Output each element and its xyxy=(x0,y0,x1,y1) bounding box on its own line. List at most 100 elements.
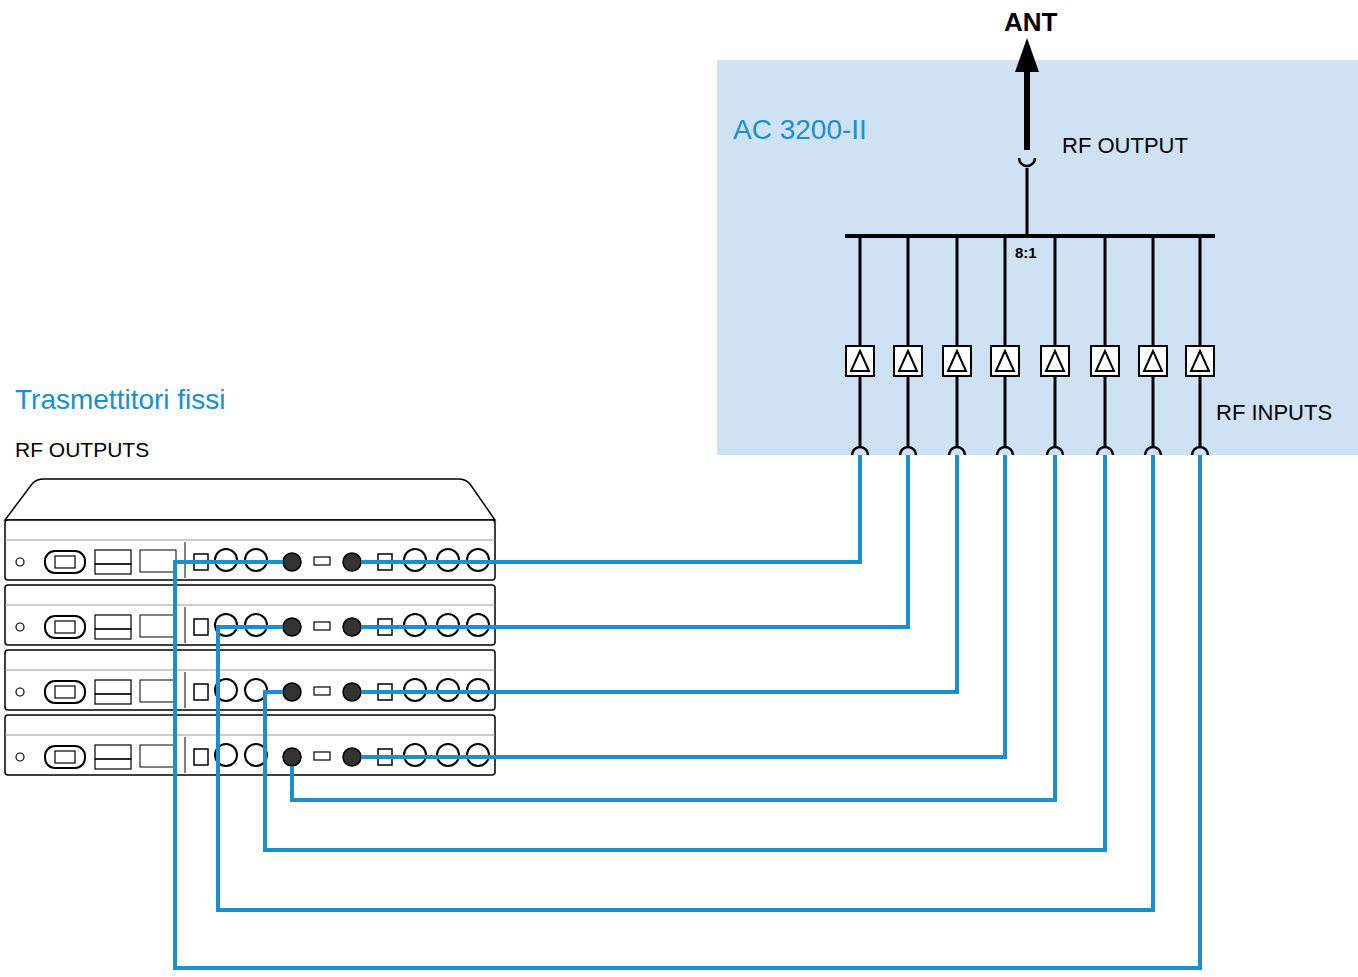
input-socket xyxy=(1145,447,1161,455)
amplifier-box xyxy=(1186,346,1214,376)
antenna-port-a xyxy=(343,683,361,701)
combiner-box: AC 3200-II xyxy=(717,60,1358,455)
port-heading: RF OUTPUTS xyxy=(15,438,149,462)
antenna-port-a xyxy=(343,618,361,636)
antenna-arrowhead xyxy=(1015,38,1039,72)
panel-divider xyxy=(185,672,186,708)
power-inlet-pins xyxy=(55,556,75,568)
amplifier-symbol xyxy=(851,351,869,371)
input-socket xyxy=(852,447,868,455)
rf-cable xyxy=(495,455,957,692)
bus-line xyxy=(1054,236,1057,346)
power-inlet xyxy=(45,551,85,573)
input-line xyxy=(1054,376,1057,447)
cable-stub xyxy=(218,627,283,778)
bus-line xyxy=(907,236,910,346)
type-plate xyxy=(140,745,176,767)
rf-cable xyxy=(175,455,1200,968)
screw xyxy=(16,623,24,631)
warning-plate xyxy=(95,694,131,704)
unit-edge xyxy=(5,540,495,541)
dc-socket xyxy=(95,615,131,629)
port-label: RF INPUTS xyxy=(1216,400,1332,425)
screw xyxy=(16,753,24,761)
type-plate xyxy=(140,680,176,702)
antenna-port-a xyxy=(343,553,361,571)
transmitter-unit xyxy=(5,715,495,775)
output-socket xyxy=(1019,158,1035,166)
rf-power-switch xyxy=(314,622,330,630)
input-line xyxy=(859,376,862,447)
input-line xyxy=(1004,376,1007,447)
amplifier-box xyxy=(1091,346,1119,376)
combiner-bus xyxy=(845,234,1215,238)
port-label: RF OUTPUT xyxy=(1062,133,1188,158)
amplifier-box xyxy=(1041,346,1069,376)
power-inlet xyxy=(45,616,85,638)
panel-divider xyxy=(185,607,186,643)
warning-plate xyxy=(95,564,131,574)
combiner-housing xyxy=(717,60,1358,455)
antenna-port-b xyxy=(283,683,301,701)
cable-stub xyxy=(290,766,294,778)
rf-cable xyxy=(495,455,860,562)
cable-stub xyxy=(175,562,283,778)
bus-line xyxy=(956,236,959,346)
antenna-port-b xyxy=(283,553,301,571)
amplifier-symbol xyxy=(1191,351,1209,371)
data-port xyxy=(194,684,208,700)
unit-edge xyxy=(5,670,495,671)
unit-edge xyxy=(5,735,495,736)
input-line xyxy=(907,376,910,447)
group-heading: Trasmettitori fissi xyxy=(15,384,226,416)
rf-power-switch xyxy=(314,557,330,565)
amplifier-symbol xyxy=(996,351,1014,371)
screw xyxy=(16,558,24,566)
data-port xyxy=(194,619,208,635)
warning-plate xyxy=(95,629,131,639)
output-line xyxy=(1026,168,1029,236)
warning-plate xyxy=(95,759,131,769)
ratio-label: 8:1 xyxy=(1015,244,1037,261)
amplifier-symbol xyxy=(1096,351,1114,371)
amplifier-box xyxy=(991,346,1019,376)
cable-stub xyxy=(361,625,495,629)
transmitter-unit xyxy=(5,650,495,710)
input-line xyxy=(1152,376,1155,447)
amplifier-symbol xyxy=(899,351,917,371)
screw xyxy=(16,688,24,696)
input-line xyxy=(1104,376,1107,447)
cable-stub xyxy=(265,692,283,778)
input-socket xyxy=(997,447,1013,455)
rf-power-switch xyxy=(314,687,330,695)
cable-stub xyxy=(361,690,495,694)
input-socket xyxy=(900,447,916,455)
antenna-label: ANT xyxy=(1004,8,1057,38)
rf-cable xyxy=(495,455,1005,757)
power-inlet-pins xyxy=(55,621,75,633)
panel-divider xyxy=(185,737,186,773)
amplifier-symbol xyxy=(1046,351,1064,371)
transmitter-unit xyxy=(5,585,495,645)
rf-cable xyxy=(265,455,1105,850)
amplifier-box xyxy=(1139,346,1167,376)
input-socket xyxy=(1192,447,1208,455)
cable-stub xyxy=(361,755,495,759)
type-plate xyxy=(140,550,176,572)
antenna-arrow xyxy=(1024,68,1030,150)
dc-socket xyxy=(95,680,131,694)
dc-socket xyxy=(95,745,131,759)
rf-cable xyxy=(218,455,1153,910)
antenna-port-b xyxy=(283,618,301,636)
input-line xyxy=(956,376,959,447)
amplifier-box xyxy=(846,346,874,376)
bus-line xyxy=(1004,236,1007,346)
dc-socket xyxy=(95,550,131,564)
input-socket xyxy=(1097,447,1113,455)
rf-cable xyxy=(495,455,908,627)
amplifier-symbol xyxy=(948,351,966,371)
input-socket xyxy=(949,447,965,455)
antenna-port-a xyxy=(343,748,361,766)
rack-top xyxy=(5,479,495,520)
data-port xyxy=(194,749,208,765)
